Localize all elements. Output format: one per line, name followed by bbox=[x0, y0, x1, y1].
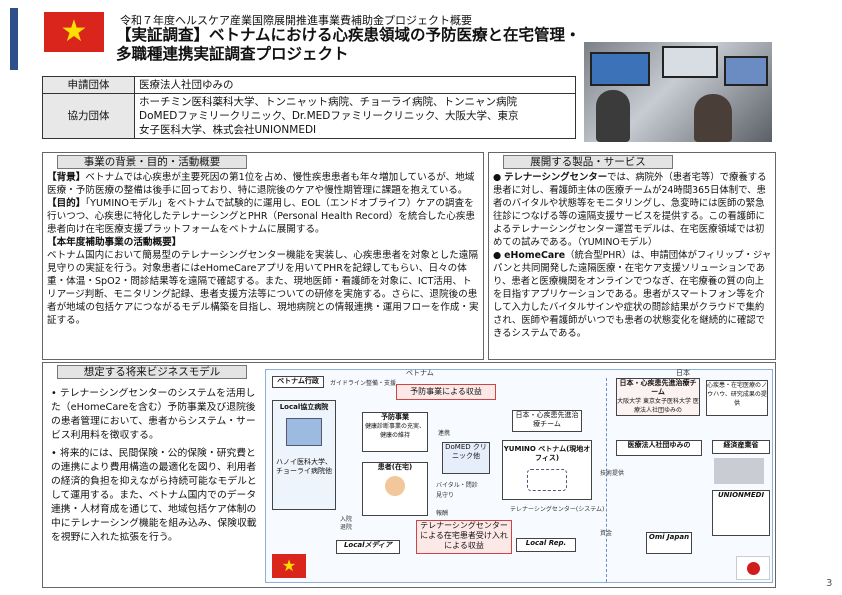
section-heading: 事業の背景・目的・活動概要 bbox=[57, 155, 247, 169]
project-photo bbox=[584, 42, 772, 142]
section-heading: 想定する将来ビジネスモデル bbox=[57, 365, 247, 379]
arrow-label: 報酬 bbox=[436, 510, 449, 517]
yumino-vn-box: YUMINO ベトナム(現地オフィス) bbox=[502, 440, 592, 500]
local-media-box: Localメディア bbox=[336, 540, 400, 554]
list-item: • テレナーシングセンターのシステムを活用した（eHomeCareを含む）予防事… bbox=[51, 388, 256, 441]
vn-gov-box: ベトナム行政 bbox=[272, 376, 324, 388]
table-value: ホーチミン医科薬科大学、トンニャット病院、チョーライ病院、トンニャン病院 DoM… bbox=[134, 93, 576, 139]
business-bullets: • テレナーシングセンターのシステムを活用した（eHomeCareを含む）予防事… bbox=[51, 387, 257, 545]
table-row: 協力団体 ホーチミン医科薬科大学、トンニャット病院、チョーライ病院、トンニャン病… bbox=[42, 93, 576, 139]
title-line-2: 多職種連携実証調査プロジェクト bbox=[116, 45, 349, 63]
patient-box: 患者(在宅) bbox=[362, 462, 428, 516]
page-number: 3 bbox=[826, 578, 833, 589]
omi-box: Omi Japan bbox=[646, 532, 692, 554]
table-row: 申請団体 医療法人社団ゆみの bbox=[42, 76, 576, 94]
vn-gov-note: ガイドライン整備・支援 bbox=[330, 380, 397, 387]
jp-univ-box: 日本・心疾患先進治療チーム 大阪大学 東京女子医科大学 医療法人社団ゆみの bbox=[616, 378, 700, 416]
arrow-label: 退院 bbox=[340, 524, 353, 531]
arrow-label: 入院 bbox=[340, 516, 353, 523]
arrow-label: 連携 bbox=[438, 430, 451, 437]
unionmedi-box: UNIONMEDI bbox=[712, 490, 770, 536]
title-line-1: 【実証調査】ベトナムにおける心疾患領域の予防医療と在宅管理・ bbox=[116, 26, 581, 44]
patient-icon bbox=[385, 476, 405, 496]
border-divider bbox=[606, 378, 607, 582]
arrow-label: 資金 bbox=[600, 530, 613, 537]
network-icon bbox=[527, 469, 567, 491]
jp-team-box: 日本・心疾患先進治療チーム bbox=[512, 410, 582, 432]
table-value: 医療法人社団ゆみの bbox=[134, 76, 576, 94]
page-title: 【実証調査】ベトナムにおける心疾患領域の予防医療と在宅管理・ 多職種連携実証調査… bbox=[116, 26, 581, 64]
table-key: 申請団体 bbox=[42, 76, 135, 94]
products-panel: 展開する製品・サービス ● テレナーシングセンターでは、病院外（患者宅等）で療養… bbox=[488, 152, 776, 360]
pretitle: 令和７年度ヘルスケア産業国際展開推進事業費補助金プロジェクト概要 bbox=[120, 14, 472, 27]
domed-box: DoMED クリニック他 bbox=[442, 442, 490, 474]
prevention-box: 予防事業 健康診断事業の充実、健康の維持 bbox=[362, 412, 428, 452]
business-model-panel: 想定する将来ビジネスモデル • テレナーシングセンターのシステムを活用した（eH… bbox=[42, 362, 776, 588]
japan-flag-icon bbox=[736, 556, 770, 580]
arrow-label: 見守り bbox=[436, 492, 455, 499]
vietnam-flag-icon: ★ bbox=[44, 12, 104, 52]
business-model-diagram: ベトナム 日本 ベトナム行政 ガイドライン整備・支援 Local協立病院 ハノイ… bbox=[265, 369, 773, 583]
yumino-box: 医療法人社団ゆみの bbox=[616, 440, 702, 456]
tele-center-label: テレナーシングセンター(システム) bbox=[510, 506, 605, 513]
prevention-revenue-callout: 予防事業による収益 bbox=[396, 384, 496, 400]
list-item: ● テレナーシングセンターでは、病院外（患者宅等）で療養する患者に対し、看護師主… bbox=[493, 172, 767, 248]
background-text: 【背景】ベトナムでは心疾患が主要死因の第1位を占め、慢性疾患患者も年々増加してい… bbox=[47, 172, 479, 326]
building-icon bbox=[714, 458, 764, 484]
list-item: • 将来的には、民間保険・公的保険・研究費との連携により費用構造の最適化を図り、… bbox=[51, 448, 257, 543]
vietnam-flag-icon: ★ bbox=[272, 554, 306, 578]
list-item: ● eHomeCare（統合型PHR）は、申請団体がフィリップ・ジャパンと共同開… bbox=[493, 250, 772, 339]
local-rep-box: Local Rep. bbox=[516, 538, 576, 552]
organization-table: 申請団体 医療法人社団ゆみの 協力団体 ホーチミン医科薬科大学、トンニャット病院… bbox=[42, 76, 576, 139]
arrow-label: バイタル・問診 bbox=[436, 482, 478, 489]
japan-label: 日本 bbox=[676, 369, 690, 377]
local-hospital-box: Local協立病院 ハノイ医科大学、チョーライ病院他 bbox=[272, 400, 336, 510]
arrow-label: 技術提供 bbox=[600, 470, 625, 477]
hospital-icon bbox=[286, 418, 322, 446]
background-panel: 事業の背景・目的・活動概要 【背景】ベトナムでは心疾患が主要死因の第1位を占め、… bbox=[42, 152, 484, 360]
products-text: ● テレナーシングセンターでは、病院外（患者宅等）で療養する患者に対し、看護師主… bbox=[493, 171, 773, 340]
meti-box: 経済産業省 bbox=[712, 440, 770, 454]
jp-note: 心疾患・在宅医療のノウハウ、研究成果の提供 bbox=[706, 380, 768, 416]
section-heading: 展開する製品・サービス bbox=[503, 155, 673, 169]
table-key: 協力団体 bbox=[42, 93, 135, 139]
accent-bar bbox=[10, 8, 18, 70]
vietnam-label: ベトナム bbox=[406, 369, 434, 377]
tele-revenue-callout: テレナーシングセンターによる在宅患者受け入れによる収益 bbox=[416, 520, 512, 554]
